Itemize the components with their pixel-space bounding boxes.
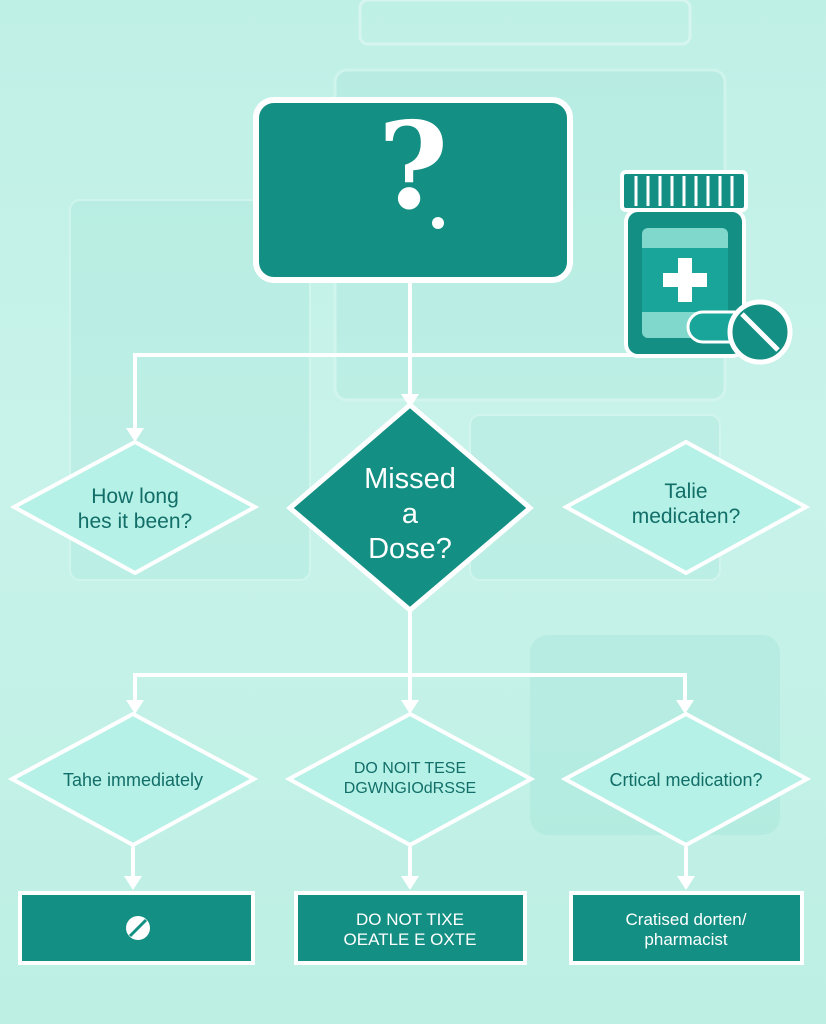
- decision-do-not-take-line-1: DO NOIT TESE: [354, 760, 466, 777]
- pill-icon: [126, 916, 150, 940]
- question-mark-icon: ?: [378, 96, 448, 237]
- decision-take-immediately: Tahe immediately: [7, 711, 259, 848]
- result-take-dose: [18, 891, 255, 965]
- decision-how-long-line-2: hes it been?: [78, 510, 192, 533]
- decision-take-medication-line-2: medicaten?: [632, 505, 741, 528]
- result-do-not-take-line-1: DO NOT TIXE: [356, 910, 464, 929]
- connector-arrowheads: [124, 394, 695, 890]
- medicine-bottle-icon: [620, 170, 793, 365]
- result-do-not-take-line-2: OEATLE E OXTE: [344, 930, 477, 949]
- connector-lines: [131, 278, 688, 882]
- decision-missed-dose-line-1: Missed: [364, 463, 456, 495]
- decision-take-immediately-label: Tahe immediately: [63, 770, 203, 790]
- result-do-not-take: DO NOT TIXE OEATLE E OXTE: [294, 891, 527, 965]
- decision-critical-medication-label: Crtical medication?: [609, 770, 762, 790]
- decision-missed-dose-line-2: a: [402, 498, 419, 530]
- decision-critical-medication: Crtical medication?: [560, 711, 812, 848]
- decision-take-medication: Talie medicaten?: [561, 439, 811, 576]
- result-consult-pharmacist-line-2: pharmacist: [644, 930, 727, 949]
- decision-missed-dose-line-3: Dose?: [368, 533, 452, 565]
- result-consult-pharmacist: Cratised dorten/ pharmacist: [569, 891, 804, 965]
- decision-how-long-line-1: How long: [91, 485, 179, 508]
- result-consult-pharmacist-line-1: Cratised dorten/: [626, 910, 747, 929]
- decision-do-not-take: DO NOIT TESE DGWNGIOdRSSE: [284, 711, 536, 848]
- decision-how-long: How long hes it been?: [9, 439, 260, 576]
- decision-do-not-take-line-2: DGWNGIOdRSSE: [344, 780, 476, 797]
- decision-take-medication-line-1: Talie: [664, 480, 707, 503]
- question-box: ?: [253, 96, 573, 283]
- decision-missed-dose: Missed a Dose?: [286, 401, 534, 614]
